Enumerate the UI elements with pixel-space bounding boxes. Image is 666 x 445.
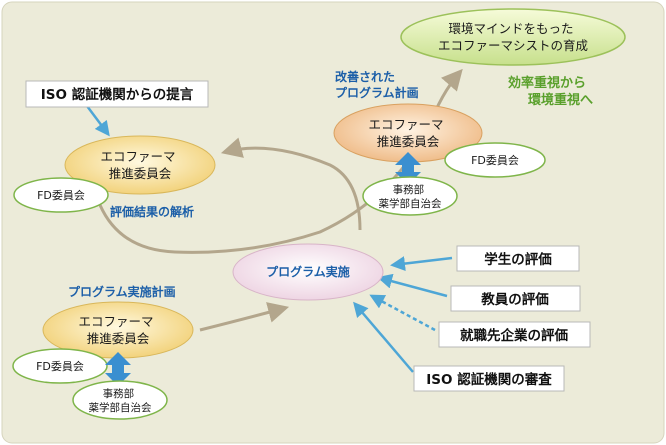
- program-exec-label: プログラム実施: [266, 264, 350, 279]
- return-arrow: [220, 137, 362, 231]
- fd-mid: [13, 177, 109, 213]
- iso-proposal-box: [25, 80, 209, 108]
- goal-label-line2: エコファーマシストの育成: [438, 38, 588, 53]
- eval-employers-label: 就職先企業の評価: [460, 327, 568, 344]
- office-top-line1: 事務部: [393, 183, 425, 196]
- revised-plan-line1: 改善された: [335, 69, 395, 84]
- shift-label: 効率重視から 環境重視へ: [508, 75, 593, 108]
- office-bottom-label: 事務部 薬学部自治会: [89, 387, 152, 414]
- goal-ellipse: [400, 8, 626, 66]
- faculty-eval-arrow: [377, 273, 448, 298]
- fd-top-label: FD委員会: [471, 154, 519, 167]
- plan-to-exec-arrow: [199, 302, 290, 332]
- committee-bottom-label: エコファーマ 推進委員会: [79, 314, 158, 346]
- eval-students-box: [456, 245, 580, 272]
- committee-mid-line2: 推進委員会: [109, 166, 172, 181]
- revised-plan-label: 改善された プログラム計画: [335, 69, 419, 100]
- office-top: [362, 176, 458, 216]
- office-top-label: 事務部 薬学部自治会: [379, 183, 442, 210]
- committee-top-line2: 推進委員会: [377, 134, 440, 149]
- committee-bottom-line2: 推進委員会: [87, 331, 150, 346]
- students-eval-arrow: [390, 256, 453, 272]
- program-exec-ellipse: [232, 243, 384, 301]
- iso-proposal-arrow: [86, 105, 110, 137]
- goal-label-line1: 環境マインドをもった: [449, 21, 574, 36]
- double-arrow-bottom: [105, 352, 131, 386]
- fd-bottom: [12, 348, 108, 384]
- eval-faculty-box: [450, 285, 581, 312]
- iso-review-label: ISO 認証機関の審査: [426, 371, 552, 388]
- fd-mid-label: FD委員会: [37, 189, 85, 202]
- committee-bottom-line1: エコファーマ: [79, 314, 154, 329]
- eval-students-label: 学生の評価: [484, 251, 552, 268]
- iso-proposal-label: ISO 認証機関からの提言: [41, 86, 194, 103]
- revised-plan-line2: プログラム計画: [335, 85, 419, 100]
- eval-employers-box: [438, 321, 591, 348]
- committee-mid-label: エコファーマ 推進委員会: [101, 149, 180, 181]
- eval-faculty-label: 教員の評価: [481, 291, 549, 308]
- shift-label-line1: 効率重視から: [508, 75, 586, 91]
- committee-top-label: エコファーマ 推進委員会: [369, 117, 448, 149]
- goal-label: 環境マインドをもった エコファーマシストの育成: [438, 21, 588, 53]
- office-bottom: [72, 380, 168, 420]
- committee-mid-line1: エコファーマ: [101, 149, 176, 164]
- iso-review-arrow: [353, 301, 414, 373]
- program-plan-label: プログラム実施計画: [68, 284, 176, 299]
- fd-bottom-label: FD委員会: [36, 360, 84, 373]
- office-top-line2: 薬学部自治会: [379, 197, 442, 210]
- office-bottom-line1: 事務部: [103, 387, 135, 400]
- fd-top: [444, 142, 546, 178]
- office-bottom-line2: 薬学部自治会: [89, 401, 152, 414]
- iso-review-box: [413, 365, 565, 392]
- committee-mid: [64, 135, 216, 195]
- analysis-label: 評価結果の解析: [110, 204, 194, 219]
- employers-eval-arrow: [369, 294, 436, 332]
- shift-label-line2: 環境重視へ: [528, 92, 593, 108]
- committee-top-line1: エコファーマ: [369, 117, 444, 132]
